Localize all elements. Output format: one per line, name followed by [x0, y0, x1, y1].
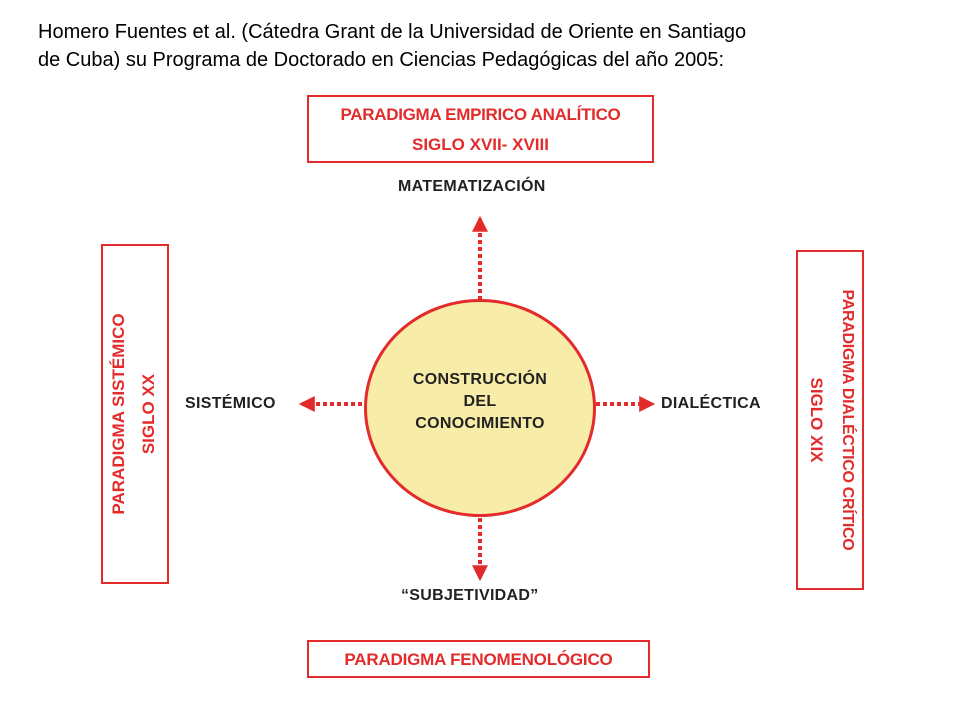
paradigm-bottom-title: PARADIGMA FENOMENOLÓGICO — [344, 650, 613, 669]
label-sistemico: SISTÉMICO — [185, 395, 276, 412]
paradigm-box-bottom: PARADIGMA FENOMENOLÓGICO — [307, 640, 650, 678]
intro-line-2: de Cuba) su Programa de Doctorado en Cie… — [38, 49, 724, 71]
paradigm-top-title: PARADIGMA EMPIRICO ANALÍTICO — [340, 105, 621, 124]
paradigm-top-century: SIGLO XVII- XVIII — [412, 135, 549, 154]
paradigm-box-left: PARADIGMA SISTÉMICO SIGLO XX — [101, 244, 169, 584]
center-line-3: CONOCIMIENTO — [415, 415, 545, 432]
central-circle-text: CONSTRUCCIÓN DEL CONOCIMIENTO — [364, 369, 596, 435]
label-subjetividad: “SUBJETIVIDAD” — [401, 587, 539, 604]
intro-text: Homero Fuentes et al. (Cátedra Grant de … — [38, 18, 928, 74]
paradigm-box-top: PARADIGMA EMPIRICO ANALÍTICO SIGLO XVII-… — [307, 95, 654, 163]
center-line-2: DEL — [463, 393, 497, 410]
center-line-1: CONSTRUCCIÓN — [412, 371, 548, 388]
intro-line-1: Homero Fuentes et al. (Cátedra Grant de … — [38, 21, 747, 43]
paradigm-box-right: PARADIGMA DIALÉCTICO CRÍTICO SIGLO XIX — [796, 250, 864, 590]
label-matematizacion: MATEMATIZACIÓN — [398, 178, 546, 195]
central-circle — [364, 299, 596, 517]
label-dialectica: DIALÉCTICA — [661, 395, 761, 412]
